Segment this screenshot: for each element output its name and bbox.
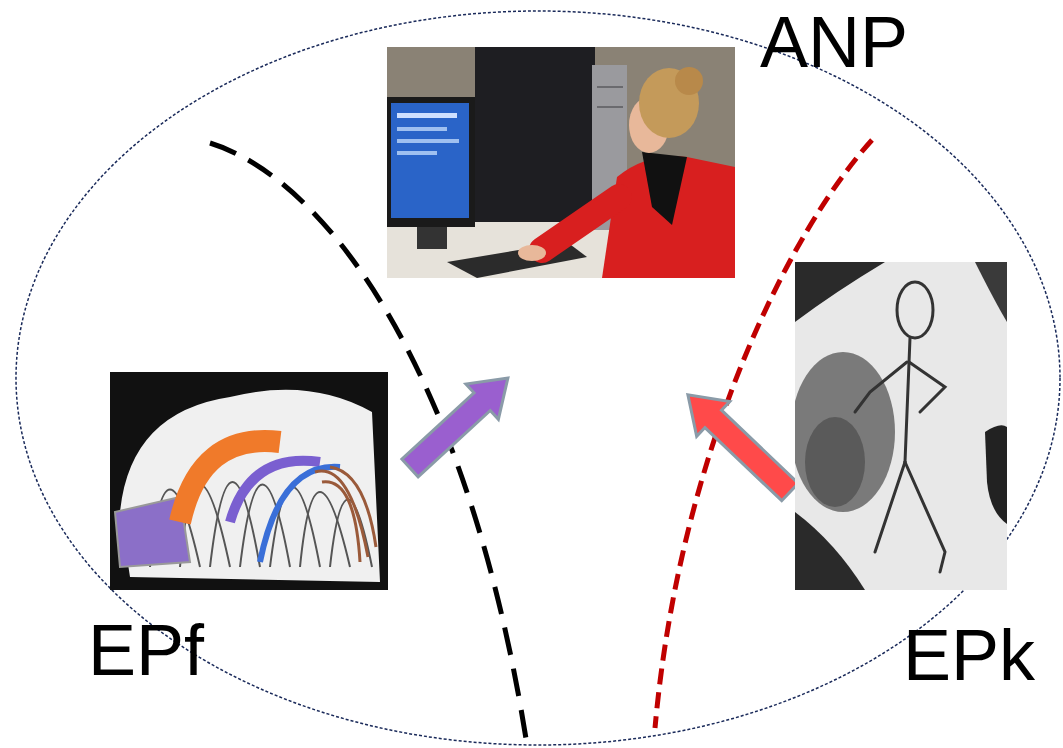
part-label: EPf xyxy=(88,614,204,686)
office-photo xyxy=(387,47,735,278)
block-arrow xyxy=(394,360,524,485)
illustration-node: ANP xyxy=(387,6,917,278)
illustration-node: EPk xyxy=(795,262,1045,695)
epk-drawing xyxy=(795,262,1007,590)
part-label: ANP xyxy=(760,6,908,78)
epf-drawing xyxy=(110,372,388,590)
part-label: EPk xyxy=(903,619,1035,691)
illustration-node: EPf xyxy=(88,372,388,692)
outer-ellipse xyxy=(16,11,1060,745)
block-arrow xyxy=(671,377,806,509)
